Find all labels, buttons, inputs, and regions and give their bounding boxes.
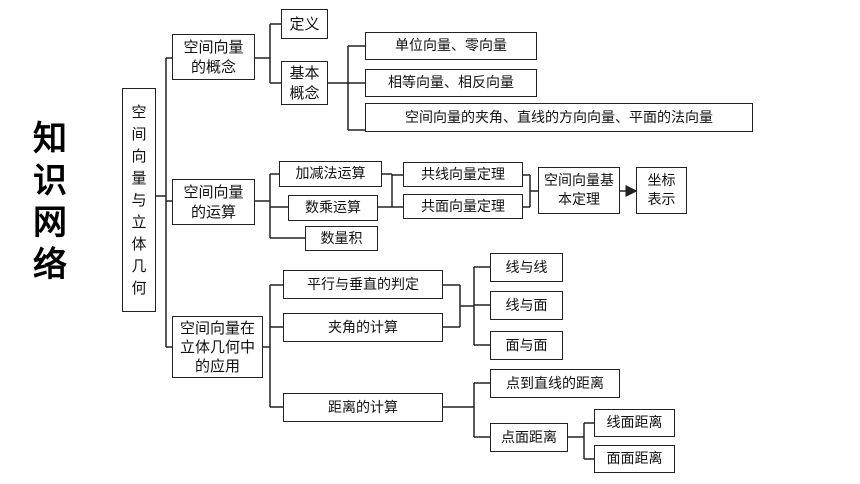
application-node: 空间向量在立体几何中的应用 bbox=[172, 316, 263, 378]
side-title-char: 网 bbox=[33, 203, 67, 243]
scalar-mult-node: 数乘运算 bbox=[288, 195, 378, 221]
operations-node: 空间向量的运算 bbox=[172, 179, 255, 225]
plane-plane-distance-node: 面面距离 bbox=[594, 445, 675, 473]
point-line-distance-node: 点到直线的距离 bbox=[490, 369, 620, 398]
unit-zero-vector-node: 单位向量、零向量 bbox=[365, 32, 537, 60]
plane-plane-node: 面与面 bbox=[490, 331, 563, 360]
side-title: 知 识 网 络 bbox=[30, 118, 70, 286]
parallel-perp-node: 平行与垂直的判定 bbox=[283, 270, 443, 299]
root-char: 体 bbox=[131, 235, 147, 253]
angle-direction-normal-node: 空间向量的夹角、直线的方向向量、平面的法向量 bbox=[365, 103, 753, 132]
distance-calc-node: 距离的计算 bbox=[283, 393, 443, 422]
coordinate-node: 坐标表示 bbox=[636, 167, 687, 214]
coplanar-theorem-node: 共面向量定理 bbox=[403, 194, 523, 219]
angle-calc-node: 夹角的计算 bbox=[283, 313, 443, 342]
root-char: 空 bbox=[131, 103, 147, 121]
dot-product-node: 数量积 bbox=[305, 226, 378, 251]
equal-opposite-vector-node: 相等向量、相反向量 bbox=[365, 69, 537, 97]
root-char: 向 bbox=[131, 147, 147, 165]
basic-theorem-node: 空间向量基本定理 bbox=[538, 167, 620, 214]
concept-node: 空间向量的概念 bbox=[172, 34, 255, 80]
basic-concept-node: 基本概念 bbox=[281, 61, 328, 105]
side-title-char: 知 bbox=[33, 119, 67, 159]
root-char: 间 bbox=[131, 125, 147, 143]
point-plane-distance-node: 点面距离 bbox=[490, 423, 568, 452]
root-char: 立 bbox=[131, 213, 147, 231]
root-char: 何 bbox=[131, 279, 147, 297]
root-char: 量 bbox=[131, 169, 147, 187]
line-plane-node: 线与面 bbox=[490, 291, 563, 320]
root-node: 空 间 向 量 与 立 体 几 何 bbox=[122, 88, 156, 312]
line-line-node: 线与线 bbox=[490, 253, 563, 282]
root-char: 几 bbox=[131, 257, 147, 275]
line-plane-distance-node: 线面距离 bbox=[594, 409, 675, 437]
add-sub-node: 加减法运算 bbox=[279, 161, 382, 187]
collinear-theorem-node: 共线向量定理 bbox=[403, 162, 523, 187]
side-title-char: 识 bbox=[33, 161, 67, 201]
definition-node: 定义 bbox=[281, 9, 328, 39]
root-char: 与 bbox=[131, 191, 147, 209]
side-title-char: 络 bbox=[33, 245, 67, 285]
